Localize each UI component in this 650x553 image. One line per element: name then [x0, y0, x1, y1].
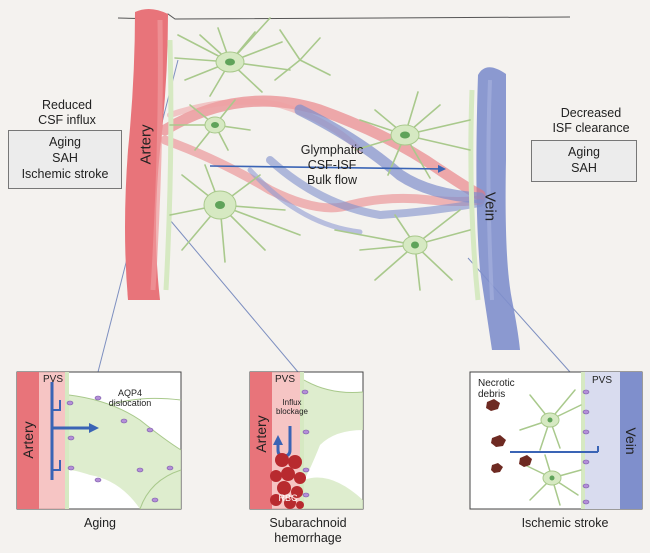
- decreased-isf-clearance-title: Decreased ISF clearance: [552, 106, 630, 135]
- stroke-pvs-label: PVS: [591, 375, 612, 386]
- sah-panel: [249, 371, 364, 510]
- glymphatic-flow-label: Glymphatic CSF-ISF Bulk flow: [300, 143, 364, 187]
- bulk-flow-arrow: [209, 164, 446, 173]
- influx-blockage-label: Influx blockage: [275, 398, 309, 416]
- aqp4-dislocation-label: AQP4 dislocation: [108, 388, 152, 408]
- sah-pvs-label: PVS: [274, 374, 295, 385]
- sah-caption: Subarachnoid hemorrhage: [269, 516, 347, 545]
- reduced-csf-influx-title: Reduced CSF influx: [38, 98, 96, 127]
- aging-pvs-label: PVS: [42, 374, 63, 385]
- brain-surface-line: [117, 13, 571, 20]
- necrotic-debris-label: Necrotic debris: [478, 378, 515, 400]
- astrocytes: [169, 17, 471, 291]
- artery-vessel: [125, 8, 168, 300]
- vein-label: Vein: [481, 191, 499, 222]
- venous-branches: [247, 104, 486, 235]
- ischemic-stroke-caption: Ischemic stroke: [521, 516, 609, 530]
- ischemic-stroke-panel: [469, 371, 643, 510]
- sah-artery-label: Artery: [253, 415, 269, 453]
- stroke-vein-label: Vein: [623, 427, 639, 455]
- aging-artery-label: Artery: [20, 421, 36, 459]
- reduced-influx-causes-box: Aging SAH Ischemic stroke: [8, 130, 122, 189]
- artery-label: Artery: [137, 124, 155, 165]
- decreased-clearance-causes-box: Aging SAH: [531, 140, 637, 182]
- rbc-label: RBC: [278, 493, 298, 503]
- aging-caption: Aging: [84, 516, 116, 530]
- aging-panel: [16, 371, 182, 510]
